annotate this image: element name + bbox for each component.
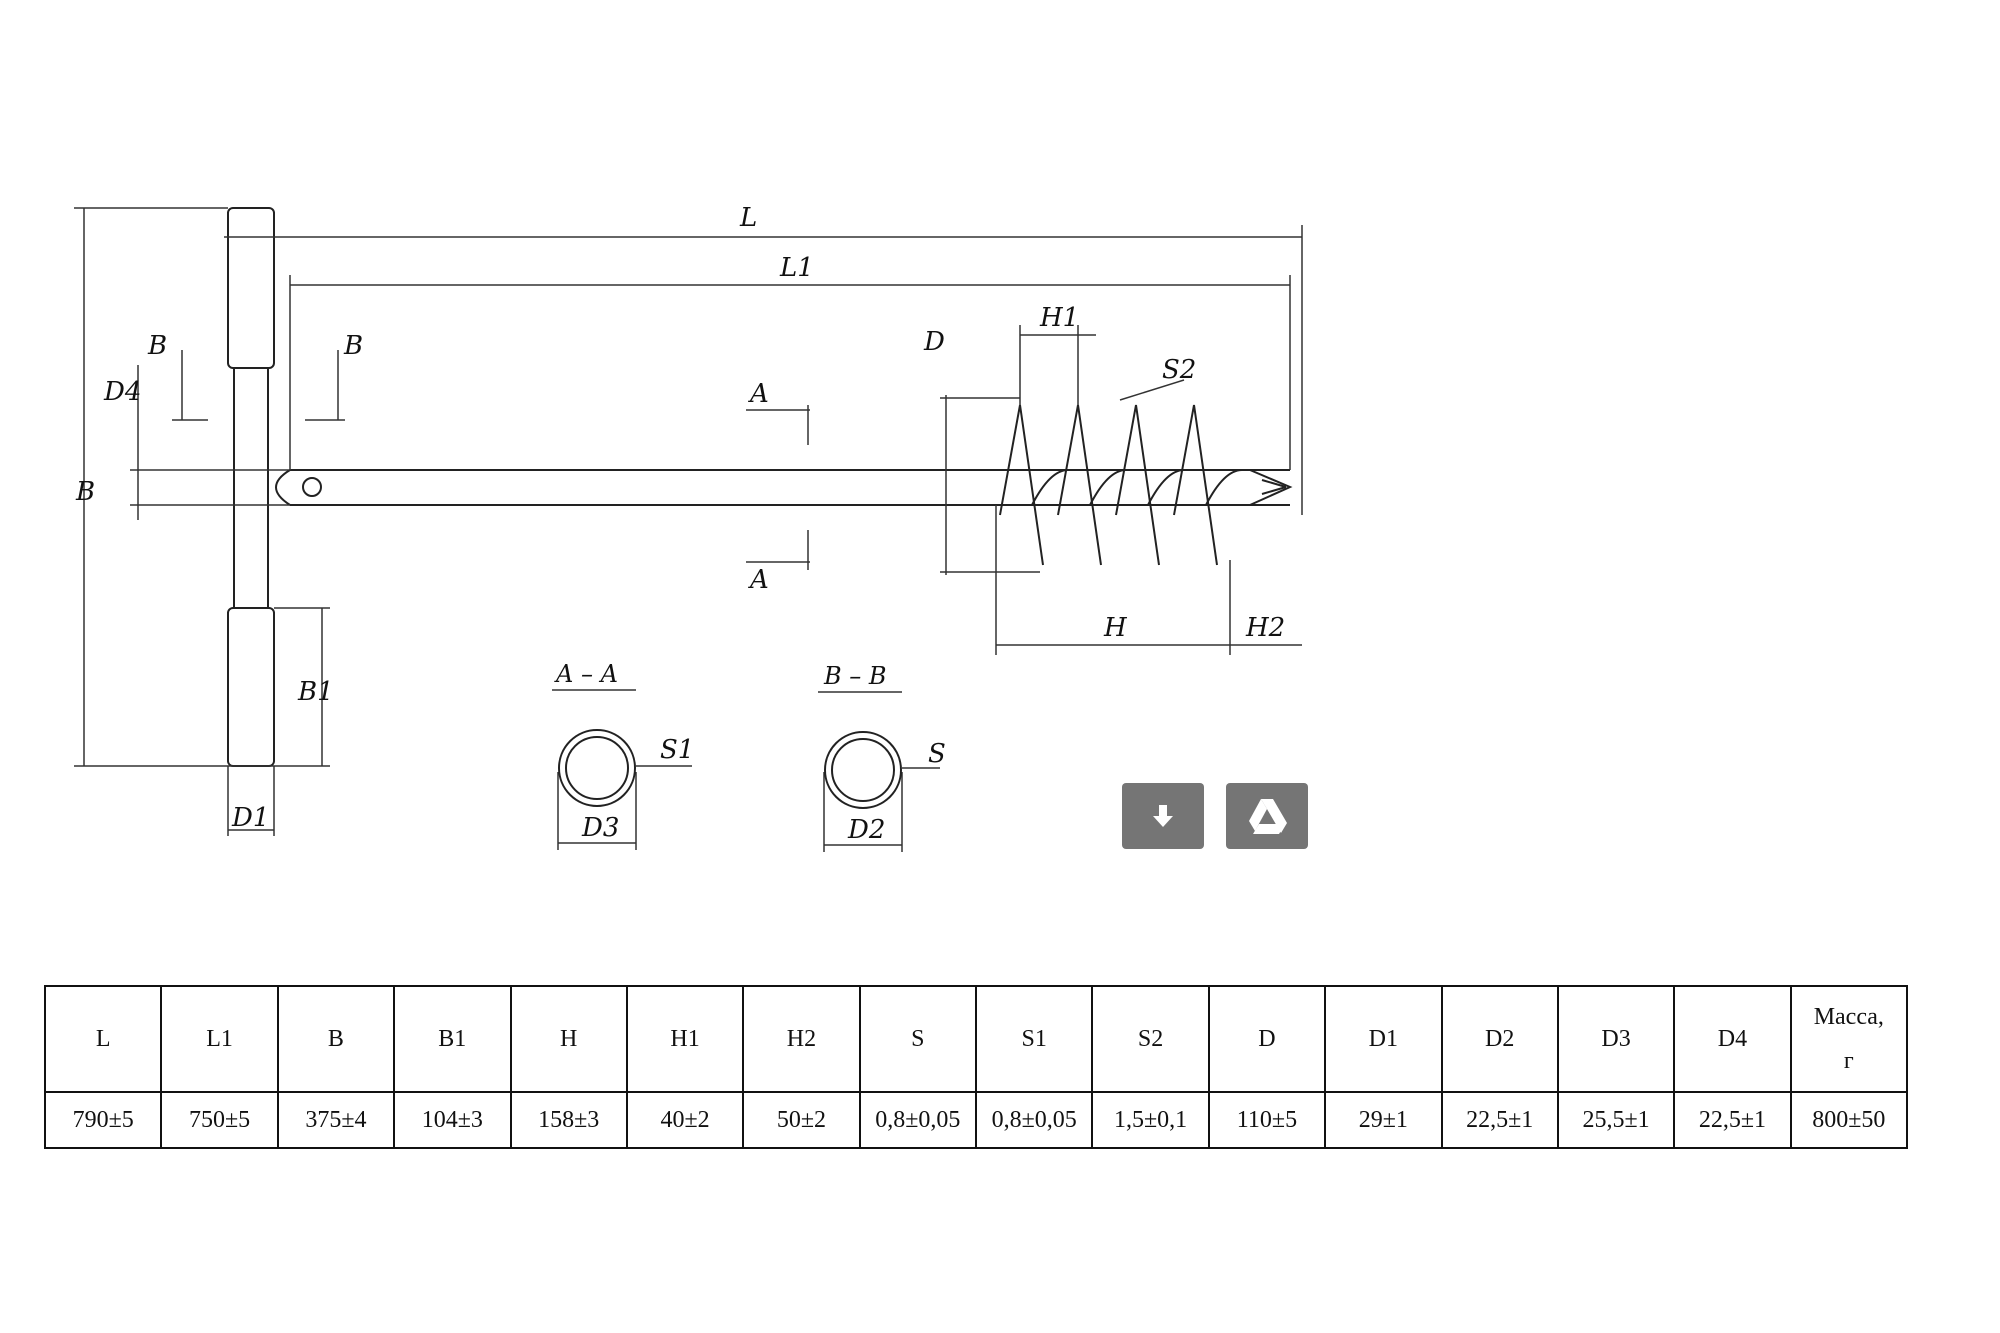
section-aa-inner (565, 736, 629, 800)
col-header-H: H (509, 985, 628, 1093)
col-header-D3: D3 (1556, 985, 1676, 1093)
section-bb-title: B – B (823, 662, 887, 690)
section-aa-title: A – A (554, 660, 618, 688)
dim-label-H1: H1 (1039, 303, 1079, 333)
cell-D: 110±5 (1207, 1091, 1327, 1149)
cell-B: 375±4 (276, 1091, 396, 1149)
dim-label-D3: D3 (581, 813, 619, 843)
dim-label-D4: D4 (103, 377, 141, 407)
cell-S2: 1,5±0,1 (1091, 1091, 1210, 1149)
download-button[interactable] (1122, 783, 1204, 849)
cell-S: 0,8±0,05 (858, 1091, 978, 1149)
spec-table: L L1 B B1 H H1 H2 S S1 S2 D D1 D2 D3 D4 … (43, 985, 1909, 1149)
dimension-lines (74, 207, 1303, 852)
cell-B1: 104±3 (393, 1091, 512, 1149)
section-aa-outer (558, 729, 636, 807)
shaft-bolt (302, 477, 322, 497)
col-header-L1: L1 (160, 985, 279, 1093)
col-header-D2: D2 (1440, 985, 1559, 1093)
col-header-L: L (43, 985, 163, 1093)
handle-grip-bottom (227, 607, 275, 767)
auger-helix (999, 404, 1243, 566)
cell-S1: 0,8±0,05 (974, 1091, 1094, 1149)
cut-label-a-bottom: A (748, 565, 769, 595)
col-header-mass: Масса, г (1789, 985, 1909, 1093)
cell-D3: 25,5±1 (1556, 1091, 1676, 1149)
cell-D2: 22,5±1 (1440, 1091, 1559, 1149)
dim-label-H2: H2 (1245, 613, 1285, 643)
download-arrow-icon (1153, 805, 1173, 827)
section-bb-outer (824, 731, 902, 809)
cell-H1: 40±2 (625, 1091, 745, 1149)
col-header-B: B (276, 985, 396, 1093)
save-to-drive-button[interactable] (1226, 783, 1308, 849)
dim-label-D1: D1 (231, 803, 269, 833)
auger-technical-drawing: L L1 B B1 D1 D4 D H1 S2 H H2 B B A A A –… (74, 203, 1303, 852)
dim-label-L: L (739, 203, 757, 233)
col-header-S2: S2 (1091, 985, 1210, 1093)
dim-label-D: D (923, 327, 945, 357)
spec-table-values-row: 790±5 750±5 375±4 104±3 158±3 40±2 50±2 … (43, 1091, 1909, 1149)
cell-L: 790±5 (43, 1091, 163, 1149)
handle-grip-top (227, 207, 275, 369)
cut-label-b-right: B (343, 331, 363, 361)
dim-label-S1: S1 (660, 735, 694, 765)
dim-label-B: B (75, 477, 95, 507)
col-header-D1: D1 (1324, 985, 1443, 1093)
cut-label-a-top: A (748, 379, 769, 409)
cell-D1: 29±1 (1324, 1091, 1443, 1149)
spec-table-header-row: L L1 B B1 H H1 H2 S S1 S2 D D1 D2 D3 D4 … (43, 985, 1909, 1093)
cell-mass: 800±50 (1789, 1091, 1909, 1149)
section-bb-inner (831, 738, 895, 802)
cell-L1: 750±5 (160, 1091, 279, 1149)
col-header-S1: S1 (974, 985, 1094, 1093)
dim-label-D2: D2 (847, 815, 885, 845)
google-drive-icon (1249, 799, 1287, 834)
cell-H2: 50±2 (742, 1091, 861, 1149)
col-header-D: D (1207, 985, 1327, 1093)
cell-H: 158±3 (509, 1091, 628, 1149)
col-header-H1: H1 (625, 985, 745, 1093)
col-header-S: S (858, 985, 978, 1093)
col-header-D4: D4 (1673, 985, 1792, 1093)
dim-label-B1: B1 (297, 677, 334, 707)
cut-label-b-left: B (147, 331, 167, 361)
dim-label-L1: L1 (779, 253, 814, 283)
col-header-B1: B1 (393, 985, 512, 1093)
mass-header-line2: г (1843, 1048, 1854, 1074)
dim-label-H: H (1103, 613, 1128, 643)
dim-label-S: S (928, 739, 946, 769)
mass-header-line1: Масса, (1813, 1004, 1884, 1030)
dim-label-S2: S2 (1162, 355, 1196, 385)
cell-D4: 22,5±1 (1673, 1091, 1792, 1149)
col-header-H2: H2 (742, 985, 861, 1093)
